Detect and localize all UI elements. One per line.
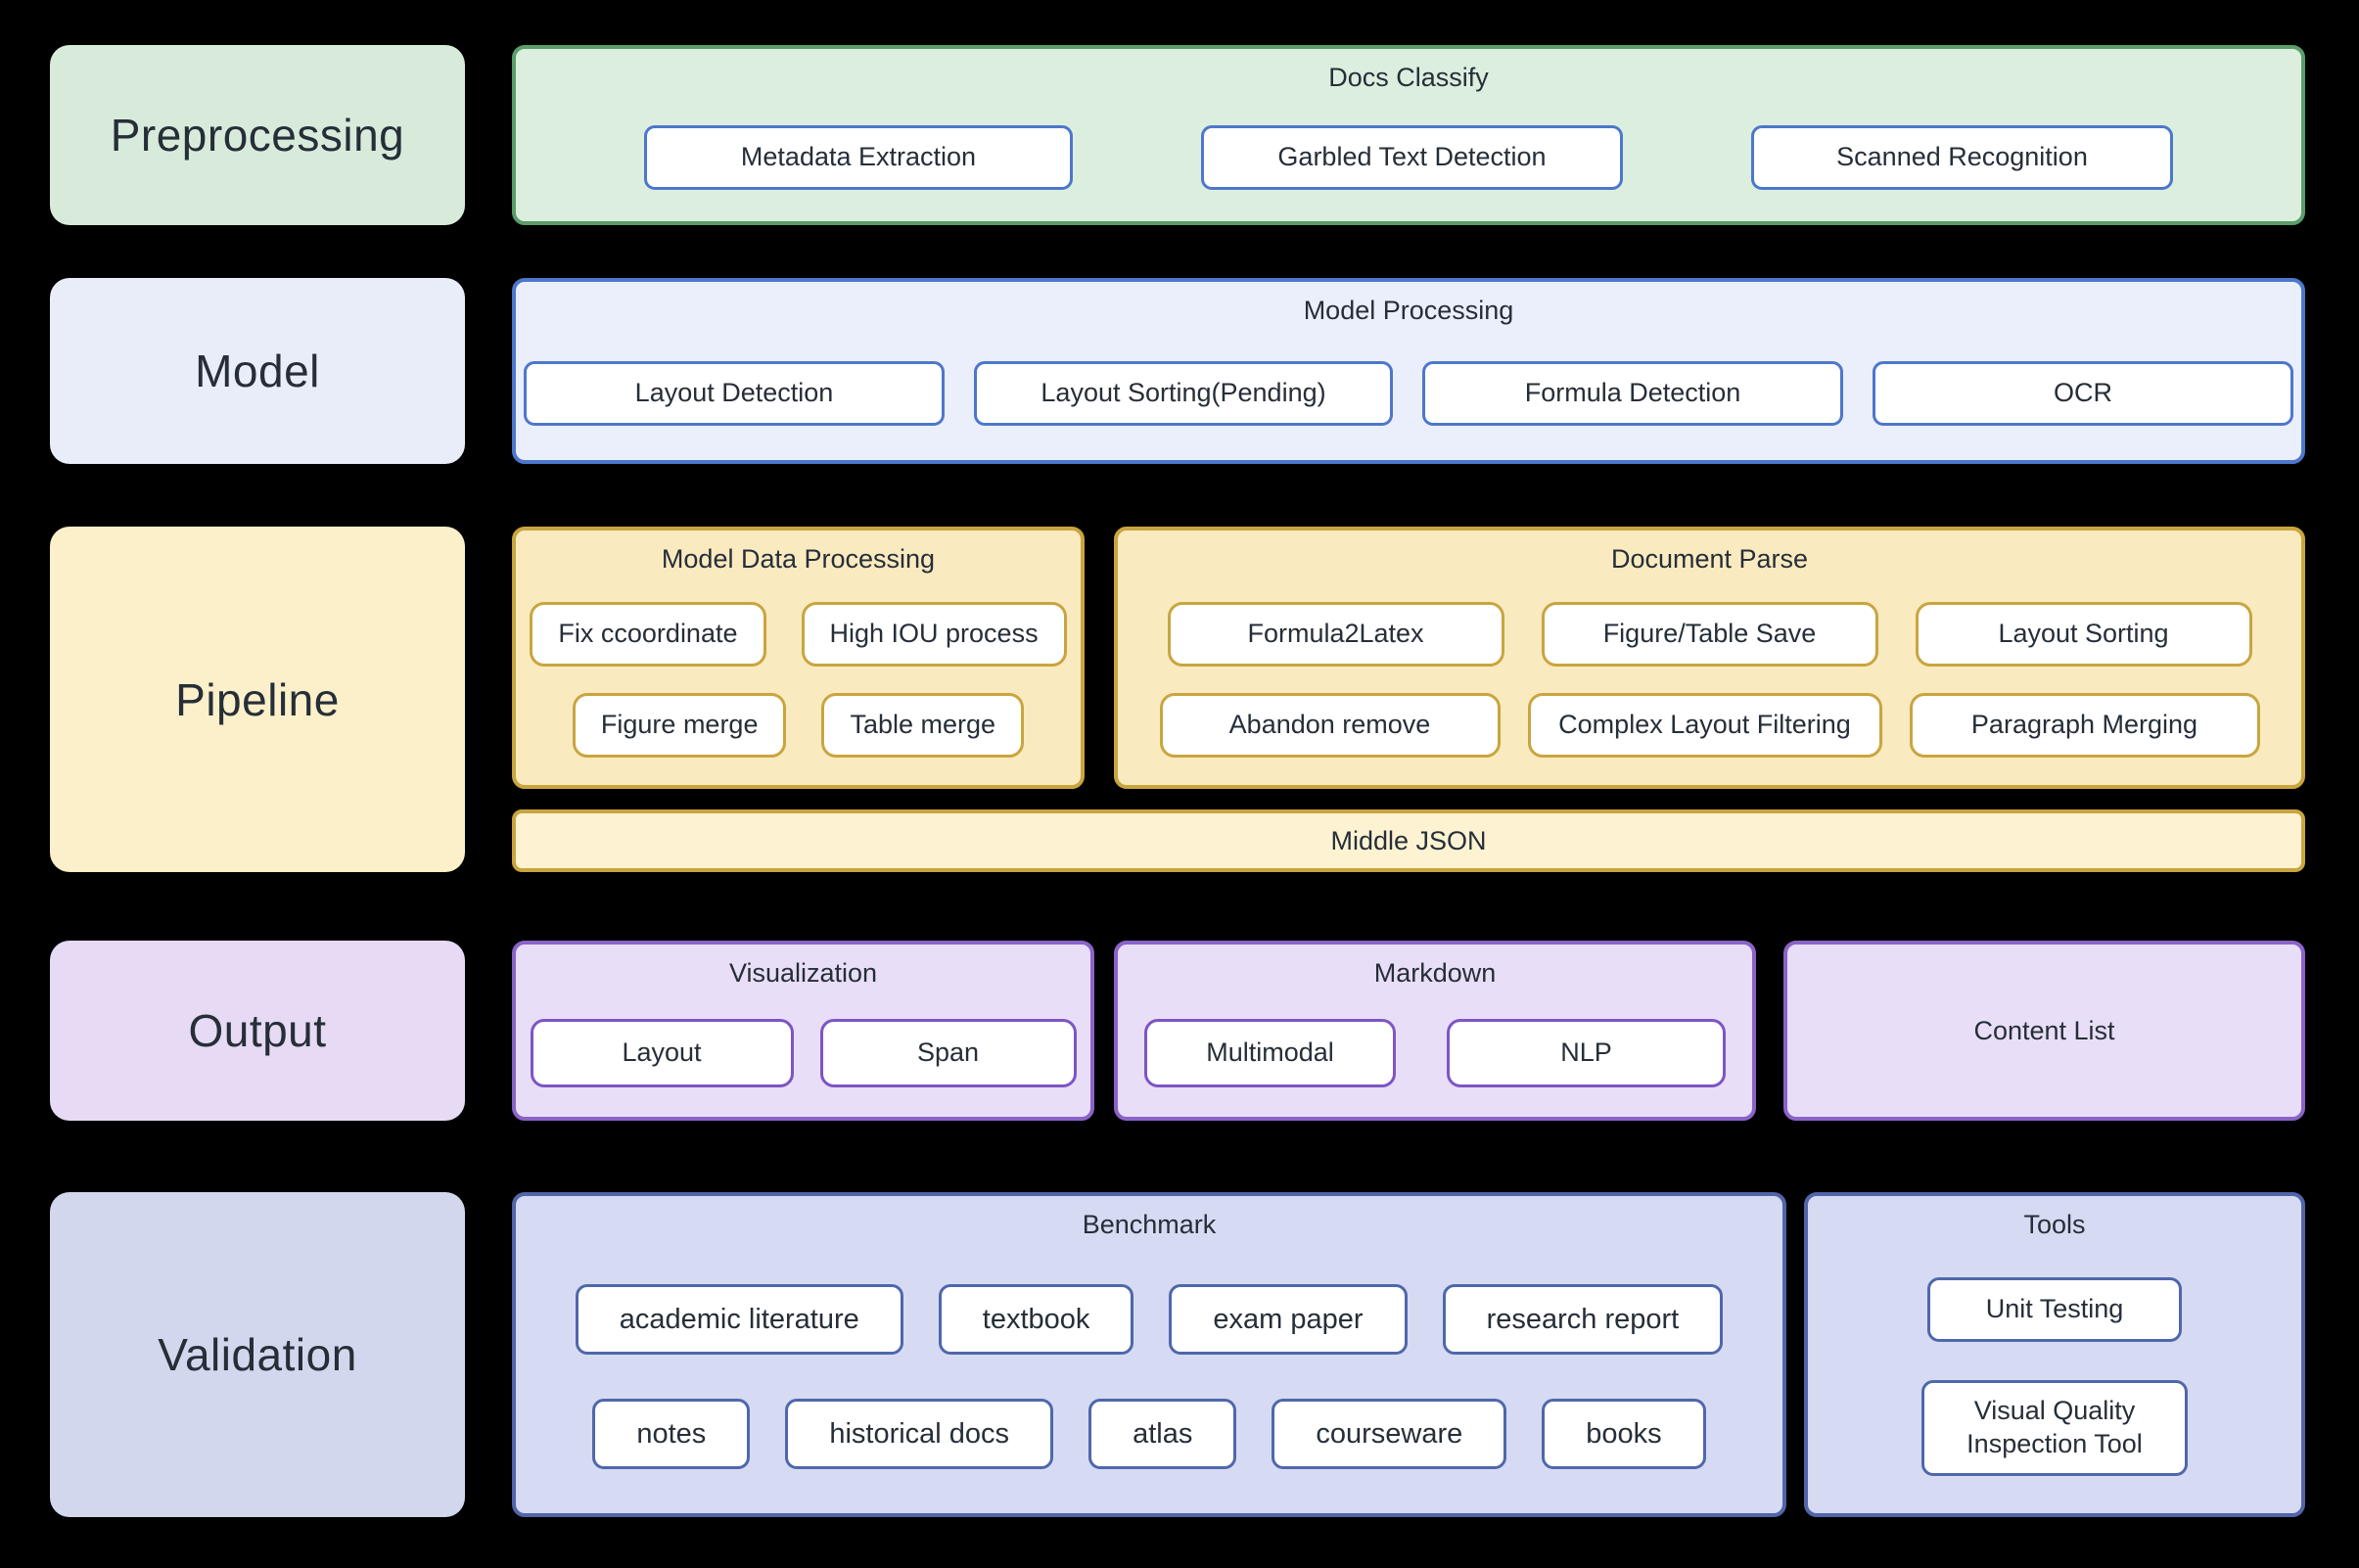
node-figure-merge: Figure merge — [572, 693, 787, 759]
section-title-model-data-processing: Model Data Processing — [661, 544, 936, 574]
node-garbled-text-detection: Garbled Text Detection — [1201, 124, 1623, 190]
node-scanned-recognition: Scanned Recognition — [1751, 124, 2173, 190]
section-title-content-list: Content List — [1973, 1015, 2115, 1045]
node-nlp: NLP — [1447, 1018, 1726, 1087]
node-layout-sorting-pending: Layout Sorting(Pending) — [974, 360, 1393, 426]
node-courseware: courseware — [1272, 1399, 1507, 1469]
section-content-list: Content List — [1783, 941, 2305, 1121]
node-fix-ccoordinate: Fix ccoordinate — [530, 601, 766, 667]
node-layout-sorting: Layout Sorting — [1915, 601, 2252, 667]
node-visual-quality-inspection-tool: Visual Quality Inspection Tool — [1921, 1379, 2188, 1476]
stage-label-pipeline: Pipeline — [50, 527, 465, 872]
node-multimodal: Multimodal — [1144, 1018, 1396, 1087]
markdown-buttons: Multimodal NLP — [1144, 989, 1726, 1117]
node-textbook: textbook — [938, 1284, 1134, 1355]
section-visualization: Visualization Layout Span — [512, 941, 1094, 1121]
node-ocr: OCR — [1873, 360, 2293, 426]
node-formula-detection: Formula Detection — [1422, 360, 1843, 426]
section-title-document-parse: Document Parse — [1610, 544, 1809, 574]
node-figure-table-save: Figure/Table Save — [1541, 601, 1878, 667]
section-title-docs-classify: Docs Classify — [1328, 63, 1489, 92]
node-high-iou-process: High IOU process — [801, 601, 1067, 667]
tools-buttons: Unit Testing Visual Quality Inspection T… — [1808, 1240, 2301, 1513]
node-layout-detection: Layout Detection — [524, 360, 945, 426]
section-title-benchmark: Benchmark — [1082, 1210, 1217, 1239]
node-historical-docs: historical docs — [785, 1399, 1054, 1469]
node-atlas: atlas — [1088, 1399, 1237, 1469]
model-data-processing-rows: Fix ccoordinate High IOU process Figure … — [516, 575, 1081, 785]
node-unit-testing: Unit Testing — [1927, 1277, 2182, 1343]
section-model-processing: Model Processing Layout Detection Layout… — [512, 278, 2305, 464]
middle-json-bar: Middle JSON — [512, 809, 2305, 872]
node-books: books — [1542, 1399, 1706, 1469]
node-paragraph-merging: Paragraph Merging — [1909, 693, 2260, 759]
node-notes: notes — [592, 1399, 751, 1469]
node-academic-literature: academic literature — [575, 1284, 903, 1355]
model-processing-buttons: Layout Detection Layout Sorting(Pending)… — [524, 326, 2293, 460]
section-tools: Tools Unit Testing Visual Quality Inspec… — [1804, 1192, 2305, 1517]
node-span: Span — [819, 1018, 1077, 1087]
section-markdown: Markdown Multimodal NLP — [1114, 941, 1756, 1121]
section-title-model-processing: Model Processing — [1303, 296, 1514, 325]
section-document-parse: Document Parse Formula2Latex Figure/Tabl… — [1114, 527, 2305, 789]
benchmark-rows: academic literature textbook exam paper … — [516, 1240, 1782, 1513]
section-model-data-processing: Model Data Processing Fix ccoordinate Hi… — [512, 527, 1085, 789]
node-exam-paper: exam paper — [1169, 1284, 1408, 1355]
node-metadata-extraction: Metadata Extraction — [644, 124, 1073, 190]
node-layout: Layout — [530, 1018, 794, 1087]
node-abandon-remove: Abandon remove — [1159, 693, 1501, 759]
section-docs-classify: Docs Classify Metadata Extraction Garble… — [512, 45, 2305, 225]
section-benchmark: Benchmark academic literature textbook e… — [512, 1192, 1786, 1517]
stage-label-model: Model — [50, 278, 465, 464]
document-parse-rows: Formula2Latex Figure/Table Save Layout S… — [1118, 575, 2301, 785]
visualization-buttons: Layout Span — [530, 989, 1077, 1117]
stage-label-preprocessing: Preprocessing — [50, 45, 465, 225]
stage-label-output: Output — [50, 941, 465, 1121]
docs-classify-buttons: Metadata Extraction Garbled Text Detecti… — [516, 93, 2301, 221]
section-title-markdown: Markdown — [1373, 958, 1497, 988]
section-title-tools: Tools — [2023, 1210, 2086, 1239]
stage-label-validation: Validation — [50, 1192, 465, 1517]
node-formula2latex: Formula2Latex — [1167, 601, 1504, 667]
node-table-merge: Table merge — [821, 693, 1025, 759]
section-title-visualization: Visualization — [728, 958, 878, 988]
node-complex-layout-filtering: Complex Layout Filtering — [1527, 693, 1882, 759]
node-research-report: research report — [1442, 1284, 1724, 1355]
